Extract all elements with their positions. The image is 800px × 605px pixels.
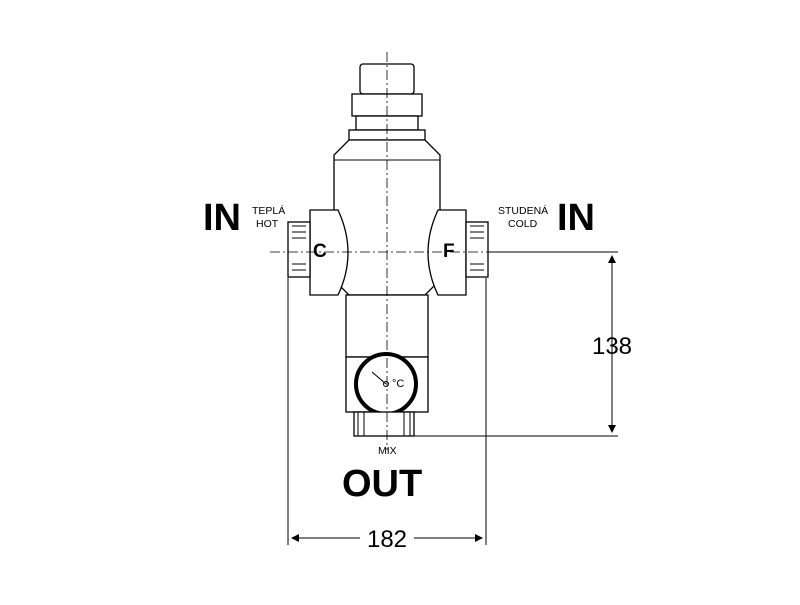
cold-czech-label: STUDENÁ [498, 204, 548, 217]
outlet-port [353, 411, 415, 437]
width-dimension-label: 182 [367, 526, 407, 553]
mix-label: MIX [378, 445, 397, 457]
height-dimension: 138 [592, 255, 632, 433]
width-dimension: 182 [291, 526, 483, 553]
c-port-label: C [313, 241, 327, 262]
height-dimension-label: 138 [592, 333, 632, 360]
temperature-knob [354, 352, 418, 416]
temperature-unit-label: °C [392, 378, 404, 390]
f-port-label: F [443, 241, 455, 262]
hot-english-label: HOT [256, 218, 279, 230]
extension-lines [287, 251, 618, 545]
left-inlet-port [287, 209, 349, 296]
center-lines [270, 52, 500, 450]
in-left-label: IN [203, 197, 241, 239]
in-right-label: IN [557, 197, 595, 239]
cold-english-label: COLD [508, 218, 538, 230]
out-label: OUT [342, 463, 422, 505]
hot-czech-label: TEPLÁ [252, 204, 285, 217]
right-inlet-port [427, 209, 489, 296]
